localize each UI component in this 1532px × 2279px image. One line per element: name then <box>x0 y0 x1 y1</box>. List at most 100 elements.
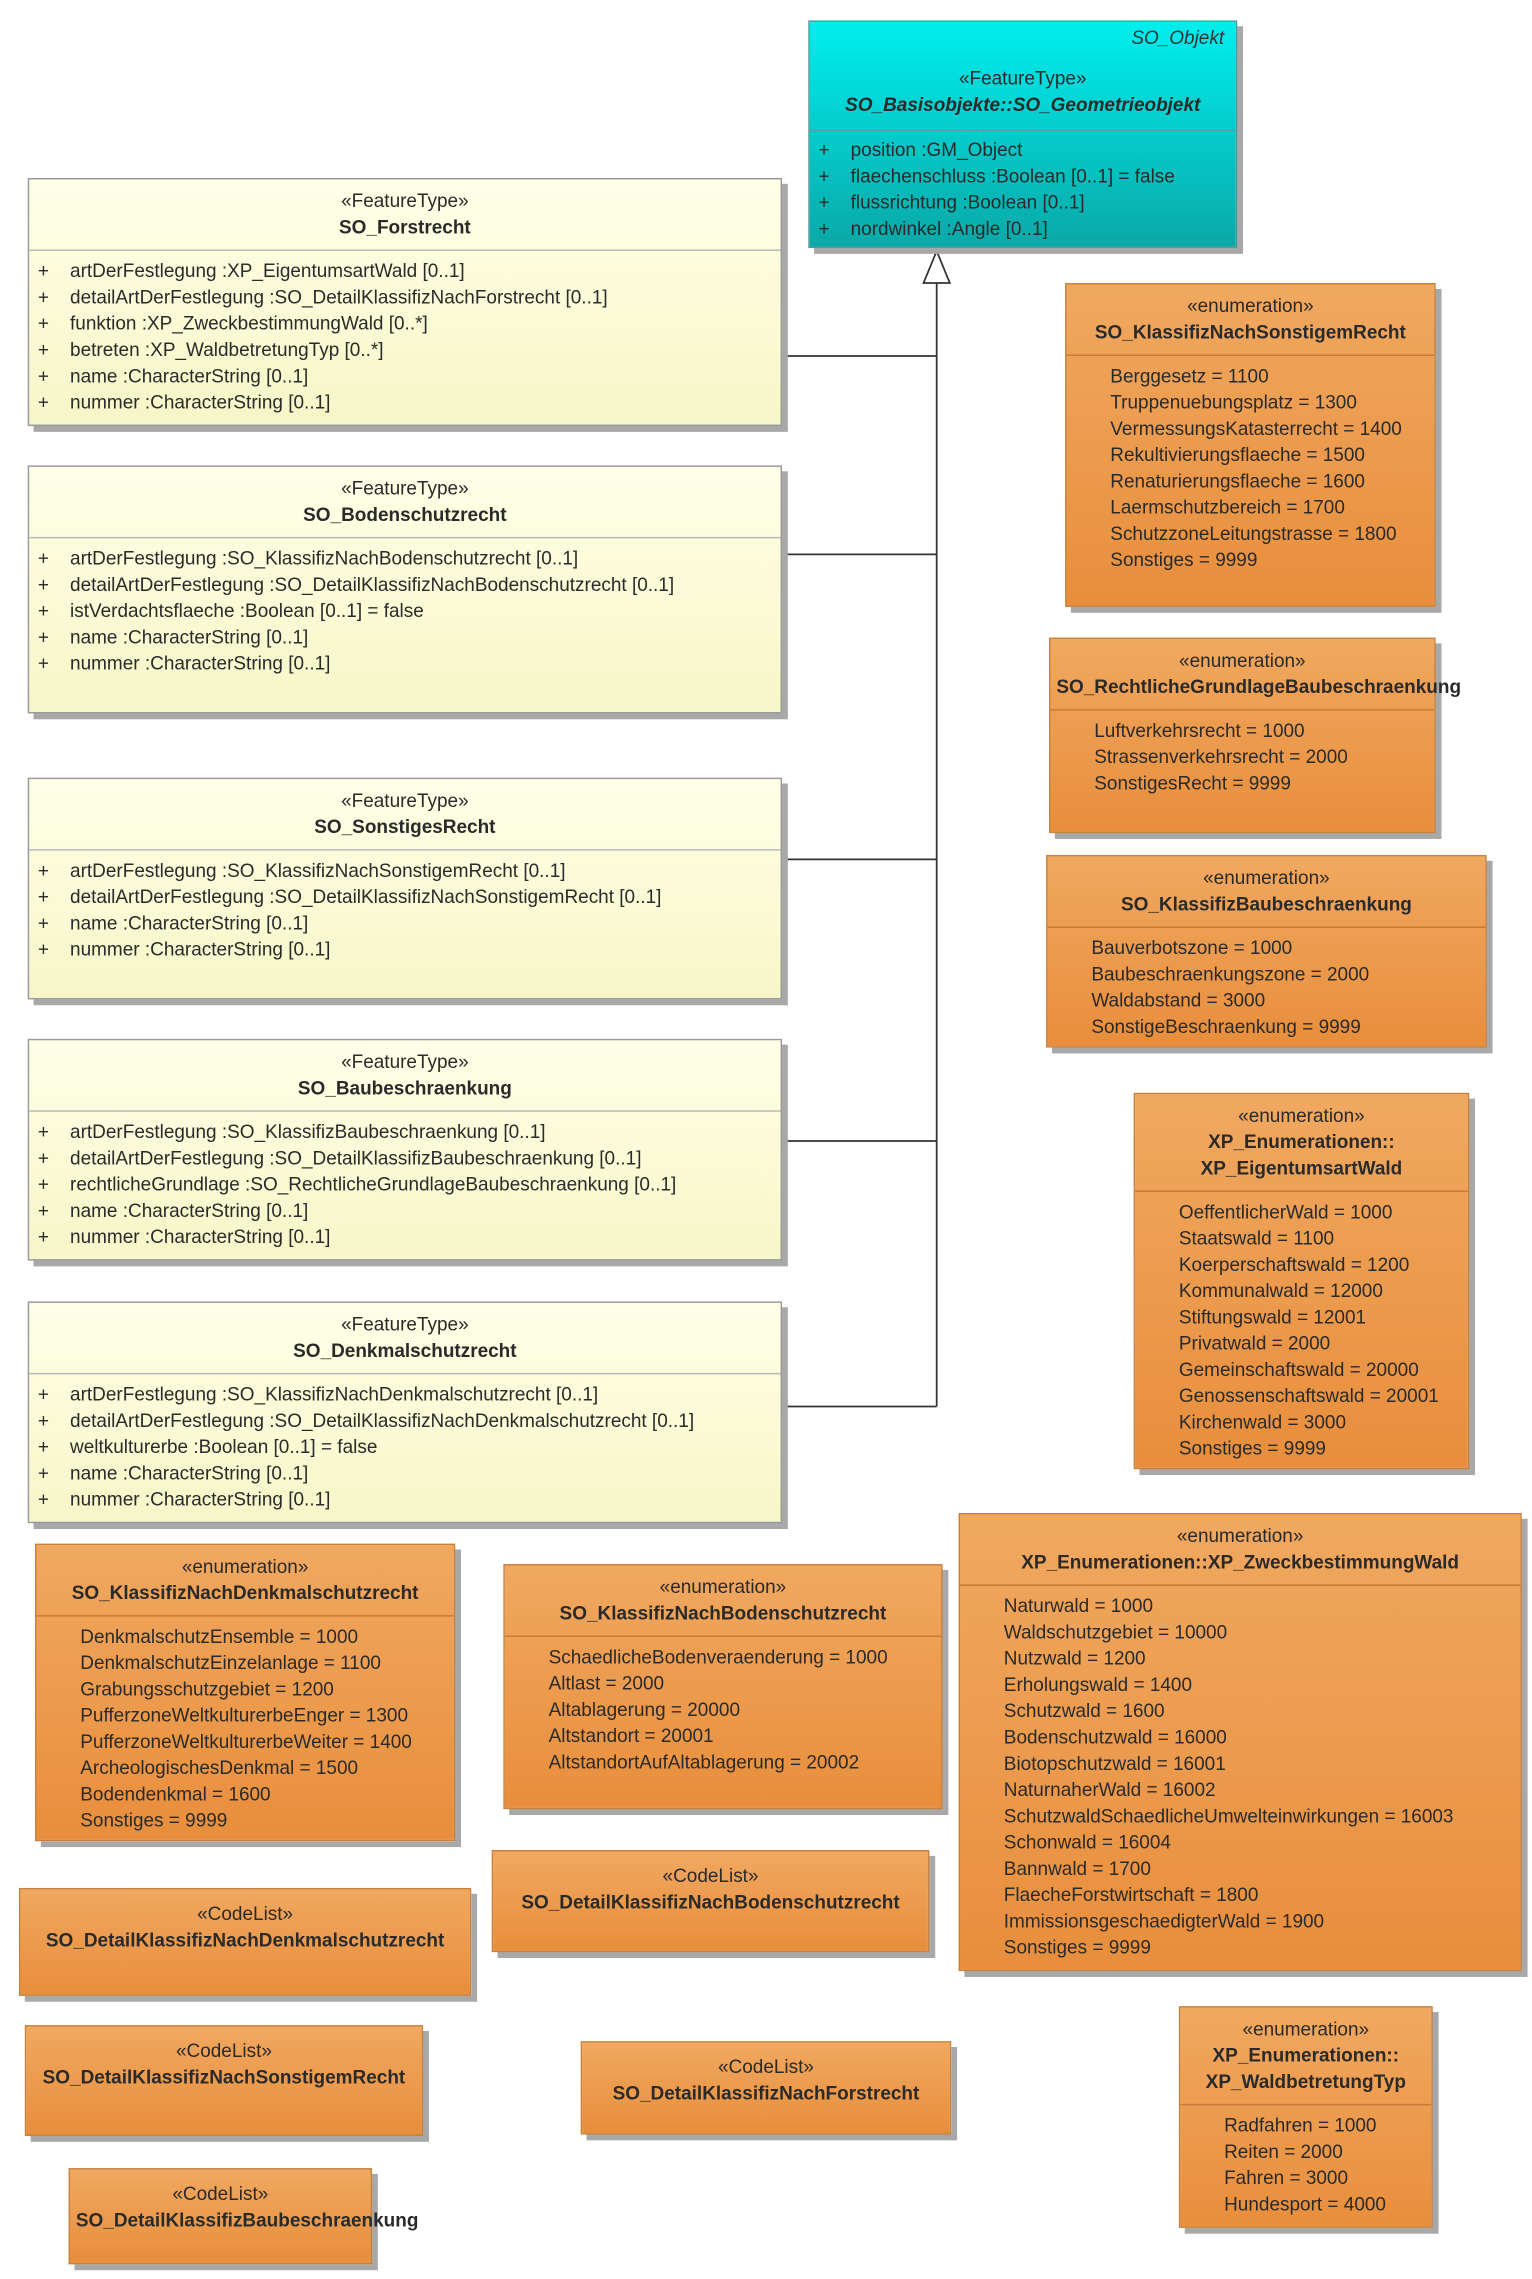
class-so-bodenschutzrecht[interactable]: «FeatureType»SO_Bodenschutzrecht+artDerF… <box>27 465 783 714</box>
class-so-sonstigesrecht[interactable]: «FeatureType»SO_SonstigesRecht+artDerFes… <box>27 777 783 1000</box>
class-so-baubeschraenkung[interactable]: «FeatureType»SO_Baubeschraenkung+artDerF… <box>27 1038 783 1261</box>
class-tag: SO_Objekt <box>1131 26 1225 49</box>
class-header: «enumeration»XP_Enumerationen:: XP_Eigen… <box>1135 1094 1468 1190</box>
visibility-marker: + <box>37 573 50 596</box>
enum-literal: Truppenuebungsplatz = 1300 <box>1110 391 1357 413</box>
attribute-text: name :CharacterString [0..1] <box>70 364 309 387</box>
enum-literal: Schutzwald = 1600 <box>1003 1699 1165 1722</box>
attribute-text: artDerFestlegung :SO_KlassifizNachSonsti… <box>70 859 566 882</box>
attribute-list: + artDerFestlegung :XP_EigentumsartWald [… <box>29 249 781 415</box>
attribute-text: detailArtDerFestlegung :SO_DetailKlassif… <box>70 1146 642 1169</box>
enum-literal: Renaturierungsflaeche = 1600 <box>1110 469 1365 492</box>
visibility-marker: + <box>37 885 50 908</box>
visibility-marker: + <box>818 164 830 187</box>
codelist-so-detailklassifizbaubeschraenkung[interactable]: «CodeList» SO_DetailKlassifizBaubeschraen… <box>68 2168 419 2265</box>
enum-literal: Naturwald = 1000 <box>1003 1594 1153 1617</box>
attribute-row: + artDerFestlegung :SO_KlassifizNachDenkm… <box>29 1382 780 1408</box>
stereotype-label: «FeatureType» <box>958 67 1087 89</box>
class-name: SO_DetailKlassifizNachSonstigemRecht <box>42 2065 406 2088</box>
attribute-row: +nummer :CharacterString [0..1] <box>29 651 780 677</box>
attribute-row: +name :CharacterString [0..1] <box>29 1460 780 1486</box>
stereotype-label: «enumeration» <box>659 1575 787 1598</box>
visibility-marker: + <box>37 391 50 413</box>
enum-literal: Grabungsschutzgebiet = 1200 <box>80 1677 334 1700</box>
enum-literal: Fahren = 3000 <box>1224 2166 1349 2189</box>
enum-literal: Erholungswald = 1400 <box>1003 1673 1193 1696</box>
class-name: XP_Enumerationen:: XP_WaldbetretungTyp <box>1205 2044 1406 2093</box>
enum-literal: DenkmalschutzEinzelanlage = 1100 <box>80 1651 381 1674</box>
codelist-so-detailklassifiznachbodenschutzrecht[interactable]: «CodeList»SO_DetailKlassifizNachBodensch… <box>491 1850 930 1953</box>
enum-so-rechtlichegrundlagebaubeschraenkung[interactable]: «enumeration»SO_RechtlicheGrundlageBaube… <box>1049 637 1461 834</box>
enum-literal: PufferzoneWeltkulturerbeWeiter = 1400 <box>80 1730 412 1753</box>
class-header: «FeatureType»SO_Baubeschraenkung <box>29 1040 780 1110</box>
visibility-marker: + <box>37 859 50 882</box>
enum-so-klassifizbaubeschraenkung[interactable]: «enumeration»SO_KlassifizBaubeschraenkun… <box>1046 854 1487 1048</box>
class-header: «CodeList» SO_DetailKlassifizBaubeschraen… <box>70 2170 419 2246</box>
stereotype-label: «FeatureType» <box>341 1050 469 1073</box>
class-so-denkmalschutzrecht[interactable]: «FeatureType»SO_Denkmalschutzrecht+artDe… <box>27 1301 783 1524</box>
enum-so-klassifiznachsonstigemrecht[interactable]: «enumeration» SO_KlassifizNachSonstigemRe… <box>1065 283 1436 607</box>
class-name: SO_Denkmalschutzrecht <box>293 1339 517 1362</box>
class-so-forstrecht[interactable]: «FeatureType»SO_Forstrecht+artDerFestleg… <box>27 177 783 427</box>
enum-so-klassifiznachdenkmalschutzrecht[interactable]: «enumeration»SO_KlassifizNachDenkmalschu… <box>35 1543 456 1842</box>
enum-literal: Waldabstand = 3000 <box>1091 989 1266 1012</box>
enum-literal: Nutzwald = 1200 <box>1003 1647 1146 1670</box>
visibility-marker: + <box>37 1383 50 1406</box>
stereotype-label: «enumeration» <box>1179 649 1306 672</box>
attribute-text: betreten :XP_WaldbetretungTyp [0..*] <box>70 338 384 361</box>
class-header: «enumeration»SO_RechtlicheGrundlageBaube… <box>1050 639 1461 709</box>
class-name: SO_KlassifizNachSonstigemRecht <box>1094 320 1406 343</box>
attribute-text: nordwinkel :Angle [0..1] <box>850 217 1048 240</box>
stereotype-label: «CodeList» <box>717 2055 814 2078</box>
class-name: SO_DetailKlassifizBaubeschraenkung <box>75 2208 419 2231</box>
codelist-so-detailklassifiznachforstrecht[interactable]: «CodeList»SO_DetailKlassifizNachForstrec… <box>580 2041 952 2135</box>
codelist-so-detailklassifiznachdenkmalschutzrecht[interactable]: «CodeList»SO_DetailKlassifizNachDenkmals… <box>18 1887 472 1996</box>
attribute-row: +funktion :XP_ZweckbestimmungWald [0..*] <box>29 311 780 337</box>
codelist-so-detailklassifiznachsonstigemrecht[interactable]: «CodeList» SO_DetailKlassifizNachSonstige… <box>24 2025 424 2136</box>
stereotype-label: «CodeList» <box>172 2182 269 2205</box>
attribute-row: +nordwinkel :Angle [0..1] <box>810 216 1236 242</box>
class-so-geometrieobjekt[interactable]: SO_Objekt «FeatureType» SO_Basisobjekte:… <box>808 20 1238 249</box>
attribute-text: artDerFestlegung :SO_KlassifizNachDenkma… <box>70 1383 599 1406</box>
attribute-row: +istVerdachtsflaeche :Boolean [0..1] = f… <box>29 598 780 624</box>
attribute-text: artDerFestlegung :XP_EigentumsartWald [0… <box>70 259 465 282</box>
attribute-row: +betreten :XP_WaldbetretungTyp [0..*] <box>29 337 780 363</box>
attribute-text: nummer :CharacterString [0..1] <box>70 1225 331 1248</box>
enum-literal: Sonstiges = 9999 <box>1178 1437 1326 1459</box>
attribute-text: nummer :CharacterString [0..1] <box>70 652 331 675</box>
enum-literal: Altstandort = 20001 <box>548 1724 714 1747</box>
attribute-row: + detailArtDerFestlegung :SO_DetailKlassi… <box>29 572 780 598</box>
attribute-text: name :CharacterString [0..1] <box>70 911 309 934</box>
enum-literal: Schonwald = 16004 <box>1003 1831 1171 1853</box>
class-name: SO_Basisobjekte::SO_Geometrieobjekt <box>845 93 1201 116</box>
attribute-list: + artDerFestlegung :SO_KlassifizNachDenkm… <box>29 1372 781 1513</box>
stereotype-label: «enumeration» <box>1203 866 1330 889</box>
attribute-text: detailArtDerFestlegung :SO_DetailKlassif… <box>70 885 662 908</box>
visibility-marker: + <box>37 1146 50 1169</box>
visibility-marker: + <box>37 911 50 934</box>
attribute-row: +name :CharacterString [0..1] <box>29 624 780 650</box>
enum-xp-eigentumsartwald[interactable]: «enumeration»XP_Enumerationen:: XP_Eigen… <box>1133 1092 1470 1470</box>
enum-so-klassifiznachbodenschutzrecht[interactable]: «enumeration»SO_KlassifizNachBodenschutz… <box>503 1564 943 1810</box>
stereotype-label: «enumeration» <box>1238 1104 1365 1127</box>
attribute-text: detailArtDerFestlegung :SO_DetailKlassif… <box>70 573 675 596</box>
enum-literal: Genossenschaftswald = 20001 <box>1178 1384 1439 1407</box>
stereotype-label: «CodeList» <box>197 1902 294 1925</box>
enum-xp-zweckbestimmungwald[interactable]: «enumeration»XP_Enumerationen::XP_Zweckb… <box>958 1512 1522 1972</box>
attribute-row: +nummer :CharacterString [0..1] <box>29 937 780 963</box>
stereotype-label: «enumeration» <box>1187 294 1314 317</box>
stereotype-label: «CodeList» <box>175 2039 272 2062</box>
enum-literal: Gemeinschaftswald = 20000 <box>1178 1358 1419 1381</box>
enum-literal: Kirchenwald = 3000 <box>1178 1410 1347 1433</box>
enum-literal: Bodendenkmal = 1600 <box>80 1782 271 1805</box>
visibility-marker: + <box>37 547 50 570</box>
attribute-row: +name :CharacterString [0..1] <box>29 1198 780 1224</box>
visibility-marker: + <box>818 191 830 214</box>
enum-xp-waldbetretungtyp[interactable]: «enumeration»XP_Enumerationen:: XP_Waldb… <box>1178 2006 1433 2228</box>
